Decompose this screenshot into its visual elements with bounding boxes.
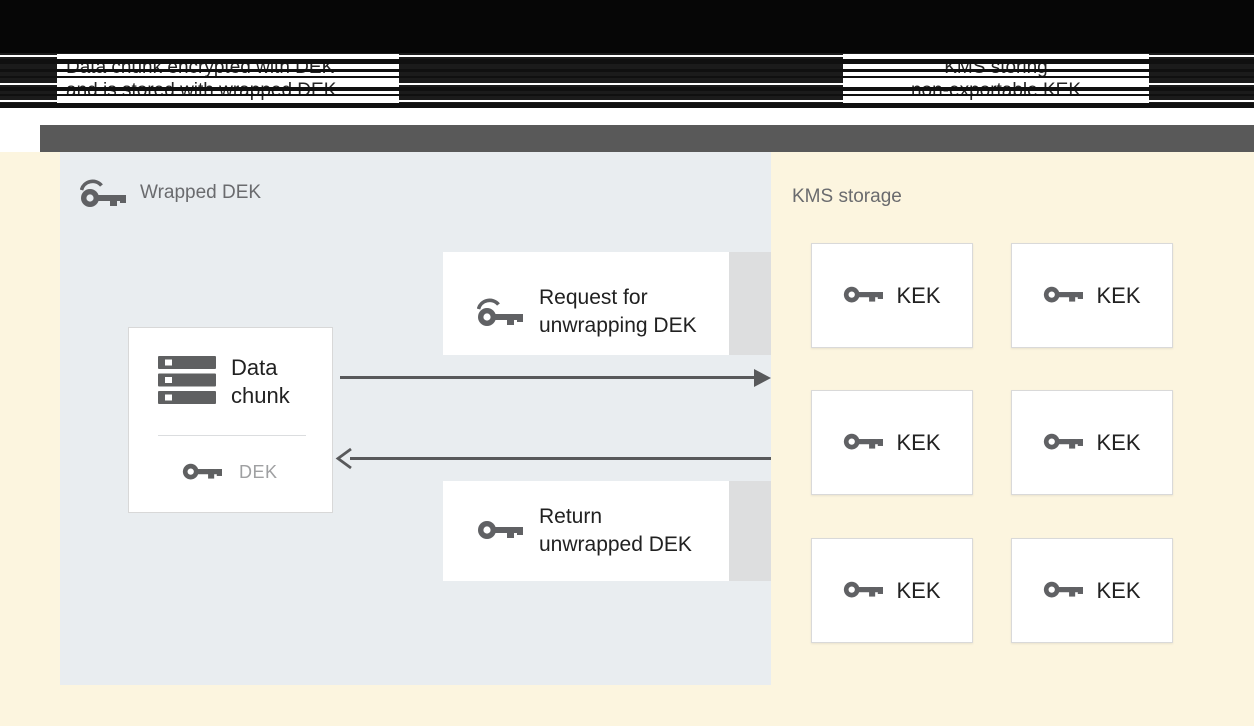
data-chunk-box: Data chunk DEK	[128, 327, 333, 513]
data-chunk-icon	[158, 356, 216, 404]
kek-box: KEK	[1011, 243, 1173, 348]
kek-label: KEK	[1096, 282, 1141, 308]
wrapped-dek-heading: Wrapped DEK	[80, 176, 261, 210]
glitch-white-line	[0, 100, 1254, 102]
kek-box: KEK	[811, 390, 973, 495]
return-box-text: Return unwrapped DEK	[539, 503, 692, 559]
kek-label: KEK	[1096, 429, 1141, 455]
glitch-stripe	[0, 59, 1254, 64]
glitch-white-line	[0, 83, 1254, 85]
request-box-text: Request for unwrapping DEK	[539, 284, 697, 340]
kek-label: KEK	[896, 577, 941, 603]
return-box-shadow	[729, 481, 771, 581]
kek-box: KEK	[811, 538, 973, 643]
data-chunk-divider	[158, 435, 306, 436]
key-icon	[1044, 581, 1084, 598]
return-box: Return unwrapped DEK	[443, 481, 729, 581]
glitch-white-line	[0, 55, 1254, 57]
request-box-line1: Request for	[539, 286, 648, 309]
arrow-right-head-icon	[754, 369, 771, 387]
glitch-stripe	[0, 94, 1254, 96]
arrow-left-head-icon	[335, 447, 352, 470]
key-icon	[182, 463, 222, 480]
header-gray-bar	[40, 125, 1254, 152]
key-icon	[844, 286, 884, 303]
request-box-line2: unwrapping DEK	[539, 314, 697, 337]
dek-label: DEK	[239, 462, 278, 482]
wrapped-dek-title: Wrapped DEK	[140, 182, 262, 203]
header-black-band	[0, 0, 1254, 53]
header-glitch-band: Data chunk encrypted with DEK and is sto…	[0, 53, 1254, 108]
dek-row: DEK	[182, 461, 278, 484]
kek-label: KEK	[896, 429, 941, 455]
kms-storage-title: KMS storage	[792, 186, 902, 207]
request-box-shadow	[729, 252, 771, 355]
kek-label: KEK	[896, 282, 941, 308]
kek-box: KEK	[811, 243, 973, 348]
key-icon	[1044, 433, 1084, 450]
wrapped-key-icon	[477, 298, 523, 326]
glitch-stripe	[0, 103, 1254, 108]
kek-label: KEK	[1096, 577, 1141, 603]
wrapped-key-icon	[80, 179, 126, 207]
glitch-stripe	[0, 69, 1254, 72]
data-chunk-title: Data chunk	[231, 354, 290, 410]
key-icon	[1044, 286, 1084, 303]
request-box: Request for unwrapping DEK	[443, 252, 729, 355]
data-chunk-line2: chunk	[231, 383, 290, 408]
glitch-stripe	[0, 87, 1254, 91]
arrow-request	[340, 376, 756, 379]
key-icon	[844, 433, 884, 450]
arrow-return	[350, 457, 771, 460]
data-chunk-line1: Data	[231, 355, 278, 380]
glitch-stripe	[0, 76, 1254, 78]
kek-box: KEK	[1011, 538, 1173, 643]
kek-box: KEK	[1011, 390, 1173, 495]
key-icon	[844, 581, 884, 598]
return-box-line2: unwrapped DEK	[539, 533, 692, 556]
return-box-line1: Return	[539, 505, 603, 528]
key-icon	[478, 521, 523, 539]
